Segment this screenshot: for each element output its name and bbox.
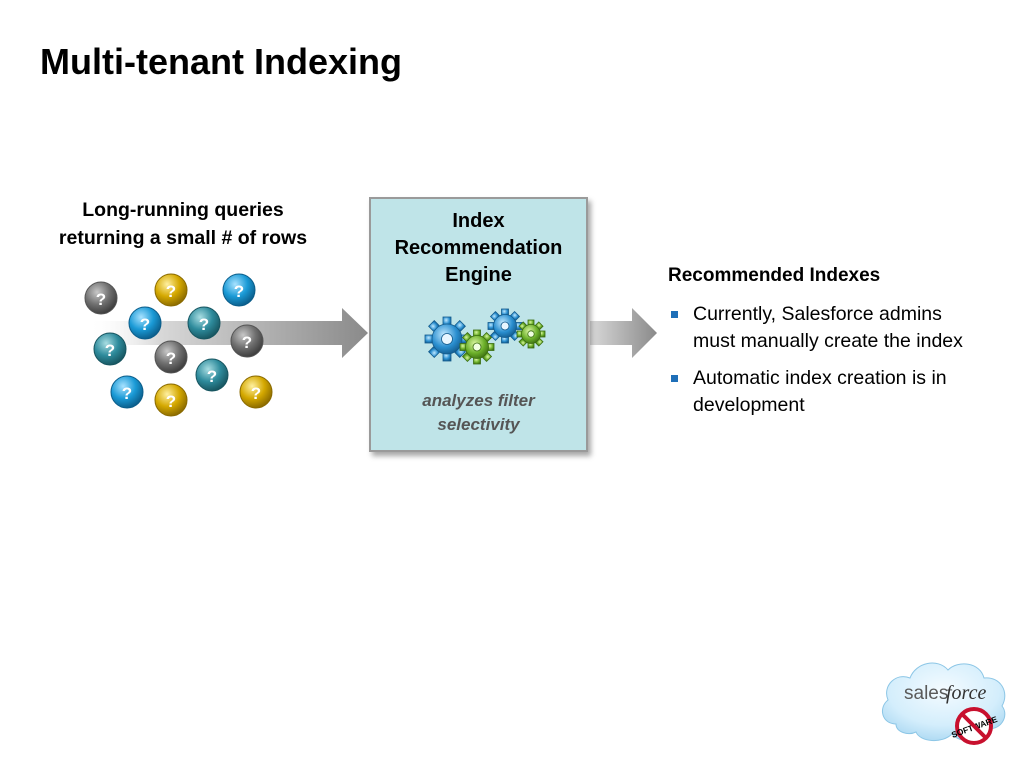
input-caption: Long-running queries returning a small #…	[20, 196, 346, 252]
input-caption-line-1: Long-running queries	[82, 199, 284, 221]
engine-subtitle-line-2: selectivity	[437, 415, 520, 434]
list-item: Currently, Salesforce admins must manual…	[668, 301, 1018, 355]
bullet-text-line: Automatic index creation is in	[693, 367, 947, 389]
output-panel: Recommended Indexes Currently, Salesforc…	[668, 263, 1018, 429]
query-ball: ?	[110, 375, 144, 409]
query-ball: ?	[222, 273, 256, 307]
engine-title: Index Recommendation Engine	[371, 208, 586, 289]
input-arrow	[88, 308, 368, 358]
bullet-text-line: must manually create the index	[693, 330, 963, 352]
query-ball-label: ?	[166, 349, 176, 368]
salesforce-logo: sales force SOFTWARE	[881, 662, 1006, 745]
list-item: Automatic index creation is in developme…	[668, 365, 1018, 419]
query-ball-label: ?	[251, 384, 261, 403]
engine-subtitle-line-1: analyzes filter	[422, 391, 535, 410]
query-ball: ?	[195, 358, 229, 392]
query-ball-label: ?	[207, 367, 217, 386]
output-bullet-list: Currently, Salesforce admins must manual…	[668, 301, 1018, 419]
bullet-text-line: Currently, Salesforce admins	[693, 303, 942, 325]
engine-title-line-2: Recommendation	[394, 237, 563, 259]
slide-title: Multi-tenant Indexing	[40, 41, 402, 82]
query-ball: ?	[154, 340, 188, 374]
query-ball: ?	[128, 306, 162, 340]
input-caption-line-2: returning a small # of rows	[58, 227, 308, 249]
output-arrow	[590, 308, 657, 358]
query-ball-label: ?	[122, 384, 132, 403]
query-ball-label: ?	[199, 315, 209, 334]
query-ball: ?	[239, 375, 273, 409]
query-ball: ?	[154, 383, 188, 417]
query-ball-label: ?	[166, 392, 176, 411]
query-ball-label: ?	[105, 341, 115, 360]
logo-wordmark-sales: sales	[904, 683, 948, 704]
query-ball-label: ?	[96, 290, 106, 309]
query-ball: ?	[93, 332, 127, 366]
gears-icon	[424, 308, 546, 365]
query-ball: ?	[230, 324, 264, 358]
index-recommendation-engine: Index Recommendation Engine	[369, 197, 588, 452]
engine-title-line-3: Engine	[445, 264, 512, 286]
square-bullet-icon	[671, 311, 678, 318]
query-ball: ?	[84, 281, 118, 315]
output-heading: Recommended Indexes	[668, 265, 881, 286]
query-ball-label: ?	[140, 315, 150, 334]
query-ball-label: ?	[242, 333, 252, 352]
query-ball-label: ?	[234, 282, 244, 301]
engine-subtitle: analyzes filter selectivity	[371, 389, 586, 437]
engine-title-line-1: Index	[452, 210, 505, 232]
query-ball: ?	[187, 306, 221, 340]
logo-wordmark-force: force	[946, 682, 986, 704]
query-ball-label: ?	[166, 282, 176, 301]
bullet-text-line: development	[693, 394, 805, 416]
square-bullet-icon	[671, 375, 678, 382]
query-ball: ?	[154, 273, 188, 307]
